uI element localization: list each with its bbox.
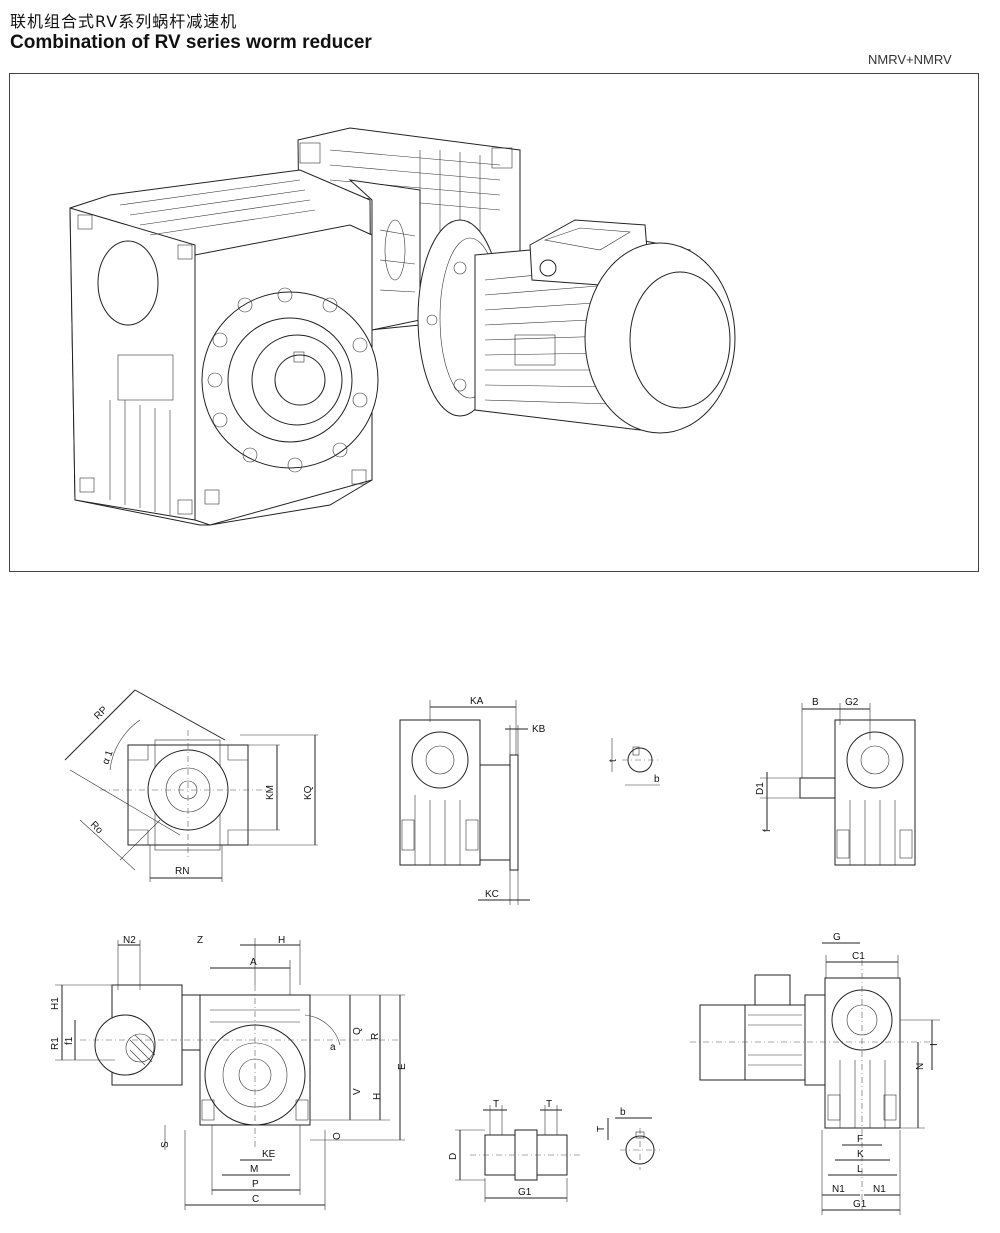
- drawing-shaft-key-section: [611, 738, 660, 786]
- label-z: Z: [197, 935, 203, 946]
- title-chinese: 联机组合式RV系列蜗杆减速机: [10, 12, 238, 31]
- label-s: S: [160, 1141, 171, 1148]
- label-l: L: [857, 1164, 863, 1175]
- product-illustration: [69, 127, 736, 526]
- title-english: Combination of RV series worm reducer: [10, 32, 372, 53]
- drawing-flange-view: [64, 689, 318, 882]
- label-rp: RP: [92, 704, 110, 722]
- label-b-key: b: [654, 774, 660, 785]
- label-p: P: [252, 1179, 259, 1190]
- label-kc: KC: [485, 889, 499, 900]
- label-r1: R1: [50, 1037, 61, 1050]
- label-f1: f1: [64, 1036, 75, 1045]
- label-h: H: [372, 1093, 383, 1100]
- label-a-angle: a: [330, 1042, 336, 1053]
- label-n1a: N1: [832, 1184, 845, 1195]
- label-n: N: [915, 1063, 926, 1070]
- label-d1: D1: [755, 782, 766, 795]
- label-e: E: [397, 1063, 408, 1070]
- label-n2: N2: [123, 935, 136, 946]
- label-kb: KB: [532, 724, 546, 735]
- label-c: C: [252, 1194, 259, 1205]
- label-ke: KE: [262, 1149, 276, 1160]
- label-t1: T: [493, 1099, 499, 1110]
- label-h-top: H: [278, 935, 285, 946]
- label-kq: KQ: [303, 785, 314, 800]
- label-i: I: [929, 1043, 940, 1046]
- label-g1-mid: G1: [518, 1187, 532, 1198]
- model-code: NMRV+NMRV: [868, 52, 952, 67]
- drawing-motor-reducer: [690, 942, 940, 1215]
- label-o: O: [332, 1132, 343, 1140]
- label-g1-right: G1: [853, 1199, 867, 1210]
- drawing-hub-key-section: [607, 1117, 660, 1170]
- label-g2: G2: [845, 697, 859, 708]
- label-n1b: N1: [873, 1184, 886, 1195]
- drawing-side-flange: [399, 700, 530, 905]
- label-ro: Ro: [88, 819, 105, 836]
- label-t-key: t: [608, 759, 619, 762]
- drawing-input-shaft-view: [760, 703, 916, 866]
- label-km: KM: [265, 785, 276, 800]
- label-c1: C1: [852, 951, 865, 962]
- drawing-hollow-shaft: [455, 1105, 580, 1202]
- label-b: B: [812, 697, 819, 708]
- label-d: D: [448, 1153, 459, 1160]
- label-r: R: [370, 1033, 381, 1040]
- label-f: f: [762, 829, 773, 832]
- label-t-small: T: [596, 1126, 607, 1132]
- label-m: M: [250, 1164, 258, 1175]
- label-f-right: F: [857, 1134, 863, 1145]
- label-alpha1: α 1: [100, 749, 115, 766]
- drawing-combination-front: [55, 938, 405, 1210]
- label-h1: H1: [50, 997, 61, 1010]
- label-k: K: [857, 1149, 864, 1160]
- label-b-small: b: [620, 1107, 626, 1118]
- label-rn: RN: [175, 866, 189, 877]
- label-q: Q: [352, 1027, 363, 1035]
- label-g: G: [833, 932, 841, 943]
- label-t2: T: [546, 1099, 552, 1110]
- label-ka: KA: [470, 696, 484, 707]
- product-illustration-frame: [9, 73, 979, 572]
- label-v: V: [352, 1088, 363, 1095]
- label-a-top: A: [250, 957, 257, 968]
